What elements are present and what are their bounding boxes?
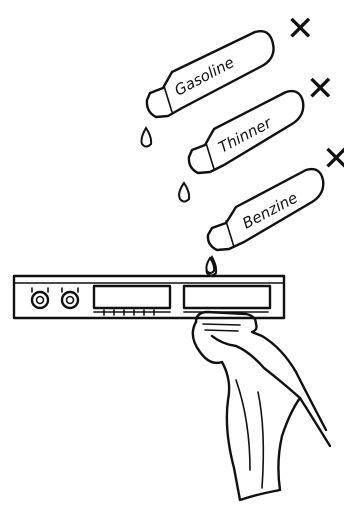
bottle-neck-ring <box>206 143 214 169</box>
bottle-label: Gasoline <box>171 53 237 99</box>
button-row <box>94 310 170 315</box>
drop-icon <box>142 128 152 147</box>
knob-left <box>32 288 48 308</box>
bottle-neck-ring <box>164 86 172 112</box>
cloth-fold <box>236 380 250 470</box>
cross-icon: ✕ <box>306 69 335 109</box>
cross-icon: ✕ <box>322 139 344 179</box>
forearm-outline <box>300 398 330 446</box>
hand-wiping <box>193 312 330 500</box>
knob-right <box>62 288 78 308</box>
display-window <box>94 286 170 308</box>
bottle-benzine: Benzine ✕ <box>207 139 344 276</box>
bottle-thinner: Thinner ✕ <box>179 69 334 202</box>
bottle-neck-ring <box>226 221 234 247</box>
cloth-icon <box>193 322 300 500</box>
drop-icon <box>179 183 189 202</box>
finger-lines <box>202 318 240 331</box>
cloth-fold <box>258 392 263 488</box>
right-panel-window <box>184 286 270 308</box>
control-panel <box>14 258 284 318</box>
cross-icon: ✕ <box>286 9 315 49</box>
bottle-label: Thinner <box>215 113 275 156</box>
